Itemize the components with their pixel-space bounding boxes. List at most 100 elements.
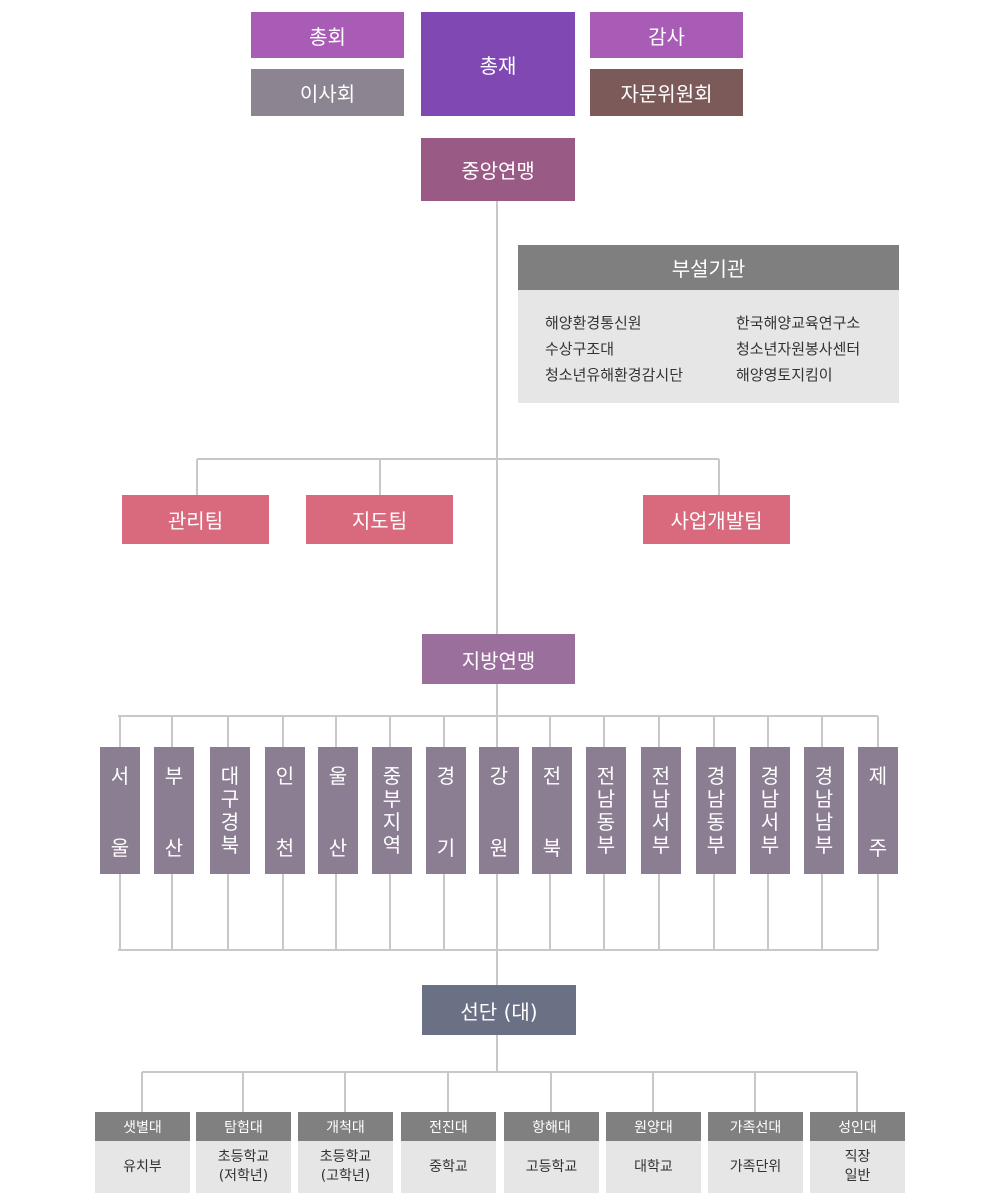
region-label-char: 남 bbox=[760, 787, 780, 811]
president-label: 총재 bbox=[479, 53, 517, 78]
unit-name: 탐험대 bbox=[196, 1112, 291, 1141]
team-guidance-box: 지도팀 bbox=[306, 495, 453, 544]
central-federation-box: 중앙연맹 bbox=[421, 138, 575, 201]
team-label: 지도팀 bbox=[351, 509, 408, 533]
region-label-char: 전 bbox=[596, 764, 616, 788]
region-label-char: 대 bbox=[220, 764, 240, 788]
region-label-char: 북 bbox=[542, 836, 562, 860]
central-federation-label: 중앙연맹 bbox=[461, 159, 535, 183]
unit-target-group: 가족단위 bbox=[708, 1141, 803, 1193]
unit-name: 가족선대 bbox=[708, 1112, 803, 1141]
unit-name: 항해대 bbox=[504, 1112, 599, 1141]
affiliated-item: 청소년자원봉사센터 bbox=[736, 340, 861, 358]
region-label-char: 부 bbox=[760, 833, 780, 857]
region-label-char: 전 bbox=[651, 764, 671, 788]
region-label-char: 산 bbox=[328, 836, 348, 860]
region-label-char: 기 bbox=[436, 836, 456, 860]
affiliated-item: 해양환경통신원 bbox=[545, 314, 642, 332]
region-label-char: 부 bbox=[706, 833, 726, 857]
region-label-char: 남 bbox=[651, 787, 671, 811]
region-label-char: 제 bbox=[868, 764, 888, 788]
affiliated-item: 청소년유해환경감시단 bbox=[545, 366, 684, 384]
affiliated-institutions-header: 부설기관 bbox=[518, 245, 899, 290]
region-label-char: 동 bbox=[596, 810, 616, 834]
region-label-char: 구 bbox=[220, 787, 240, 811]
region-label-char: 전 bbox=[542, 764, 562, 788]
local-federation-box: 지방연맹 bbox=[422, 634, 575, 684]
president-box: 총재 bbox=[421, 12, 575, 116]
region-label-char: 경 bbox=[814, 764, 834, 788]
region-label-char: 주 bbox=[868, 836, 888, 860]
region-label-char: 울 bbox=[328, 764, 348, 788]
region-label-char: 역 bbox=[382, 833, 402, 857]
unit-name: 전진대 bbox=[401, 1112, 496, 1141]
affiliated-item: 수상구조대 bbox=[545, 340, 615, 358]
region-label-char: 서 bbox=[651, 810, 671, 834]
board-label: 이사회 bbox=[299, 82, 356, 106]
region-label-char: 북 bbox=[220, 833, 240, 857]
unit-target-group: 초등학교 (고학년) bbox=[298, 1141, 393, 1193]
region-label-char: 울 bbox=[110, 836, 130, 860]
region-label-char: 서 bbox=[760, 810, 780, 834]
region-label-char: 남 bbox=[814, 810, 834, 834]
region-label-char: 지 bbox=[382, 810, 402, 834]
team-label: 사업개발팀 bbox=[670, 509, 763, 533]
unit-target-group: 고등학교 bbox=[504, 1141, 599, 1193]
region-label-char: 인 bbox=[275, 764, 295, 788]
region-label-char: 경 bbox=[706, 764, 726, 788]
unit-target-group: 유치부 bbox=[95, 1141, 190, 1193]
region-label-char: 부 bbox=[596, 833, 616, 857]
region-label-char: 원 bbox=[489, 836, 509, 860]
board-box: 이사회 bbox=[251, 69, 404, 116]
general-meeting-box: 총회 bbox=[251, 12, 404, 58]
region-label-char: 강 bbox=[489, 764, 509, 788]
unit-target-group: 초등학교 (저학년) bbox=[196, 1141, 291, 1193]
team-business-development-box: 사업개발팀 bbox=[643, 495, 790, 544]
general-meeting-label: 총회 bbox=[309, 24, 346, 49]
unit-name: 성인대 bbox=[810, 1112, 905, 1141]
unit-target-group: 대학교 bbox=[606, 1141, 701, 1193]
local-federation-label: 지방연맹 bbox=[461, 648, 536, 673]
region-label-char: 산 bbox=[164, 836, 184, 860]
region-label-char: 중 bbox=[382, 764, 402, 788]
affiliated-left-column: 해양환경통신원 수상구조대 청소년유해환경감시단 bbox=[545, 310, 683, 388]
region-label-char: 남 bbox=[814, 787, 834, 811]
affiliated-right-column: 한국해양교육연구소 청소년자원봉사센터 해양영토지킴이 bbox=[736, 310, 860, 388]
region-label-char: 경 bbox=[220, 810, 240, 834]
unit-name: 원양대 bbox=[606, 1112, 701, 1141]
audit-box: 감사 bbox=[590, 12, 743, 58]
unit-name: 샛별대 bbox=[95, 1112, 190, 1141]
region-label-char: 부 bbox=[164, 764, 184, 788]
advisory-committee-label: 자문위원회 bbox=[620, 82, 713, 106]
region-label-char: 부 bbox=[382, 787, 402, 811]
region-label-char: 경 bbox=[436, 764, 456, 788]
audit-label: 감사 bbox=[648, 24, 685, 49]
units-box: 선단 (대) bbox=[422, 985, 576, 1035]
region-label-char: 남 bbox=[596, 787, 616, 811]
unit-target-group: 직장 일반 bbox=[810, 1141, 905, 1193]
team-label: 관리팀 bbox=[167, 509, 224, 533]
region-label-char: 동 bbox=[706, 810, 726, 834]
unit-target-group: 중학교 bbox=[401, 1141, 496, 1193]
affiliated-item: 한국해양교육연구소 bbox=[736, 314, 861, 332]
units-label: 선단 (대) bbox=[460, 999, 538, 1024]
unit-name: 개척대 bbox=[298, 1112, 393, 1141]
region-label-char: 남 bbox=[706, 787, 726, 811]
region-label-char: 천 bbox=[275, 836, 295, 860]
team-management-box: 관리팀 bbox=[122, 495, 269, 544]
affiliated-item: 해양영토지킴이 bbox=[736, 366, 833, 384]
